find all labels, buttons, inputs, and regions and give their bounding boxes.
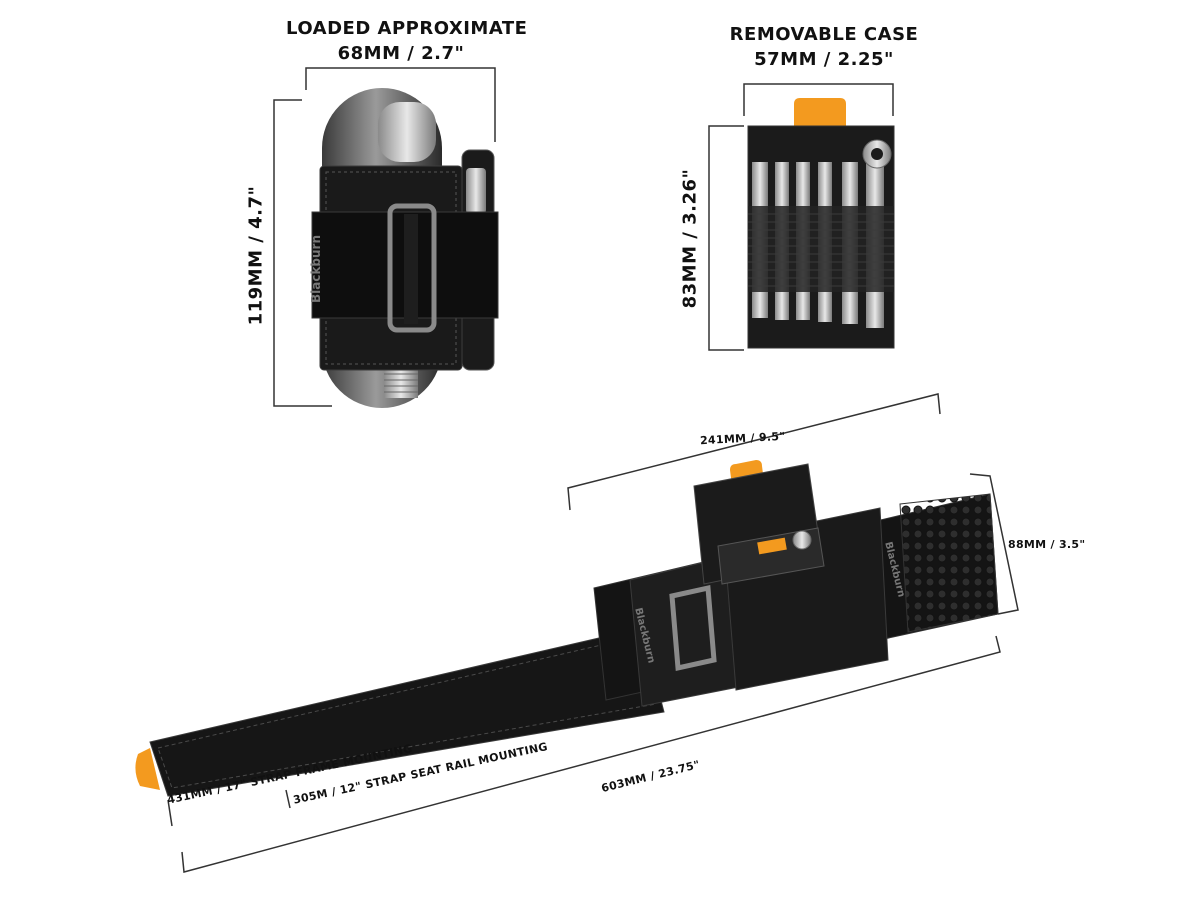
case-tools-band — [757, 537, 787, 555]
removable-case-illustration — [708, 83, 895, 351]
unrolled-height-value: 88MM / 3.5" — [1008, 538, 1086, 551]
loaded-height-value: 119MM / 4.7" — [245, 185, 267, 326]
unrolled-width-dimension-line — [567, 393, 941, 511]
loaded-width-value: 68MM / 2.7" — [337, 43, 465, 64]
case-width-value: 57MM / 2.25" — [754, 49, 894, 70]
case-pull-tab — [794, 98, 846, 132]
long-strap-stitching — [157, 635, 657, 789]
case-width-dimension-line — [743, 83, 894, 116]
case-height-value: 83MM / 3.26" — [679, 168, 701, 309]
strap-buckle-icon — [387, 203, 437, 333]
unrolled-height-dimension-line — [969, 473, 1019, 615]
case-dimensions-label: REMOVABLE CASE 57MM / 2.25" — [726, 22, 922, 72]
strap-seat-dimension-tick — [285, 789, 291, 809]
loaded-product-illustration — [273, 67, 499, 408]
case-elastic-band — [748, 206, 894, 292]
unrolled-length-dimension-line — [181, 635, 1001, 873]
tire-lever-icon — [466, 168, 486, 214]
loaded-width-dimension-line — [305, 67, 496, 142]
loaded-height-dimension-line — [273, 99, 332, 407]
long-strap — [149, 627, 665, 797]
strap-buckle-tongue — [404, 214, 418, 324]
unrolled-buckle-icon — [669, 584, 717, 672]
grip-panel — [899, 493, 999, 633]
strap-end-tab — [135, 748, 160, 790]
case-title: REMOVABLE CASE — [729, 24, 919, 45]
loaded-dimensions-label: LOADED APPROXIMATE 68MM / 2.7" — [286, 16, 528, 66]
wrench-hole — [871, 148, 883, 160]
strap-frame-dimension-tick — [167, 799, 173, 827]
loaded-title: LOADED APPROXIMATE — [286, 18, 528, 39]
unrolled-wrench-icon — [792, 530, 812, 550]
canister-cap — [378, 102, 436, 162]
brand-logo-loaded: Blackburn — [309, 234, 324, 304]
unrolled-product-illustration — [135, 393, 1019, 873]
case-height-dimension-line — [708, 125, 744, 351]
